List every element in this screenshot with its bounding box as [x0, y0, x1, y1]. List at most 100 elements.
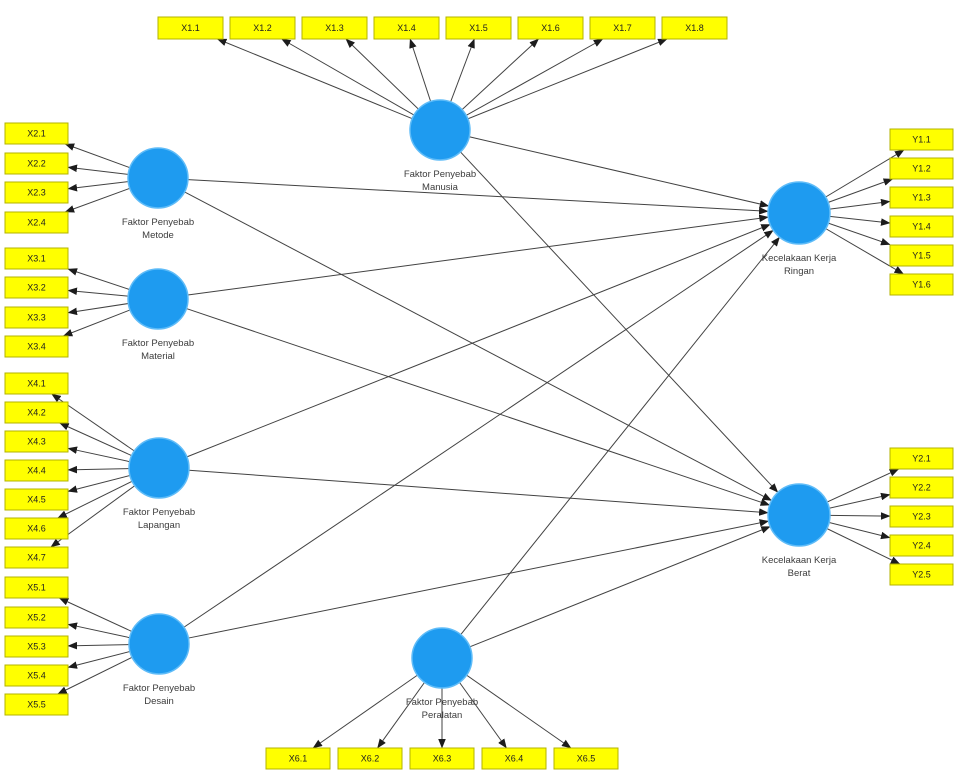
- indicator-label-x5-3: X5.3: [27, 642, 46, 652]
- path-arrow-material-to-ringan[interactable]: [187, 214, 769, 296]
- indicator-x5-2[interactable]: [4, 606, 69, 629]
- indicator-x4-6[interactable]: [4, 517, 69, 540]
- path-arrow-lapangan-to-ringan[interactable]: [186, 224, 771, 458]
- indicator-x1-1[interactable]: [157, 16, 224, 40]
- indicator-y1-2[interactable]: [889, 157, 954, 180]
- indicator-x4-7[interactable]: [4, 546, 69, 569]
- indicator-label-x3-3: X3.3: [27, 313, 46, 323]
- indicator-label-x1-3: X1.3: [325, 23, 344, 33]
- indicator-label-x4-6: X4.6: [27, 524, 46, 534]
- indicator-y1-4[interactable]: [889, 215, 954, 238]
- indicator-x3-3[interactable]: [4, 306, 69, 329]
- indicator-label-x1-2: X1.2: [253, 23, 272, 33]
- latent-faktor-penyebab-peralatan[interactable]: [411, 627, 473, 689]
- latent-kecelakaan-kerja-ringan[interactable]: [767, 181, 831, 245]
- indicator-x5-5[interactable]: [4, 693, 69, 716]
- path-arrow-metode-to-berat[interactable]: [184, 191, 772, 502]
- indicator-x6-1[interactable]: [265, 747, 331, 770]
- path-arrow-desain-to-berat[interactable]: [188, 519, 770, 639]
- loading-arrow-manusia-to-x1-7[interactable]: [439, 38, 604, 131]
- indicator-x2-3[interactable]: [4, 181, 69, 204]
- latent-faktor-penyebab-manusia[interactable]: [409, 99, 471, 161]
- latent-faktor-penyebab-material[interactable]: [127, 268, 189, 330]
- shapes-layer: [4, 16, 954, 770]
- path-arrow-manusia-to-berat[interactable]: [460, 151, 779, 493]
- indicator-x5-4[interactable]: [4, 664, 69, 687]
- indicator-y1-3[interactable]: [889, 186, 954, 209]
- indicator-y1-5[interactable]: [889, 244, 954, 267]
- indicator-label-x3-2: X3.2: [27, 283, 46, 293]
- indicator-x1-8[interactable]: [661, 16, 728, 40]
- loading-arrow-manusia-to-x1-1[interactable]: [216, 38, 441, 131]
- indicator-x3-2[interactable]: [4, 276, 69, 299]
- indicator-label-x1-6: X1.6: [541, 23, 560, 33]
- indicator-label-x6-4: X6.4: [505, 754, 524, 764]
- indicator-label-y2-3: Y2.3: [912, 512, 931, 522]
- indicator-y2-4[interactable]: [889, 534, 954, 557]
- path-arrow-peralatan-to-berat[interactable]: [469, 526, 771, 648]
- indicator-label-x1-8: X1.8: [685, 23, 704, 33]
- indicator-label-x4-7: X4.7: [27, 553, 46, 563]
- latent-faktor-penyebab-desain[interactable]: [128, 613, 190, 675]
- indicator-label-x1-1: X1.1: [181, 23, 200, 33]
- indicator-x3-4[interactable]: [4, 335, 69, 358]
- indicator-x2-4[interactable]: [4, 211, 69, 234]
- indicator-x5-3[interactable]: [4, 635, 69, 658]
- indicator-label-y1-1: Y1.1: [912, 135, 931, 145]
- path-arrow-metode-to-ringan[interactable]: [187, 179, 769, 215]
- indicator-y2-3[interactable]: [889, 505, 954, 528]
- indicator-x4-4[interactable]: [4, 459, 69, 482]
- indicator-label-x2-3: X2.3: [27, 188, 46, 198]
- indicator-label-y1-6: Y1.6: [912, 280, 931, 290]
- indicator-x1-3[interactable]: [301, 16, 368, 40]
- indicator-x1-4[interactable]: [373, 16, 440, 40]
- indicator-x5-1[interactable]: [4, 576, 69, 599]
- indicator-x1-6[interactable]: [517, 16, 584, 40]
- indicator-label-x3-4: X3.4: [27, 342, 46, 352]
- indicator-label-x4-5: X4.5: [27, 495, 46, 505]
- indicator-x6-3[interactable]: [409, 747, 475, 770]
- indicator-label-x2-2: X2.2: [27, 159, 46, 169]
- indicator-y2-1[interactable]: [889, 447, 954, 470]
- indicator-label-x4-4: X4.4: [27, 466, 46, 476]
- indicator-x1-2[interactable]: [229, 16, 296, 40]
- indicator-x4-5[interactable]: [4, 488, 69, 511]
- indicator-x6-2[interactable]: [337, 747, 403, 770]
- indicator-label-y2-4: Y2.4: [912, 541, 931, 551]
- indicator-x2-1[interactable]: [4, 122, 69, 145]
- indicator-x6-5[interactable]: [553, 747, 619, 770]
- indicator-y2-5[interactable]: [889, 563, 954, 586]
- indicator-x1-7[interactable]: [589, 16, 656, 40]
- path-arrow-lapangan-to-berat[interactable]: [188, 469, 769, 516]
- path-arrow-material-to-berat[interactable]: [186, 308, 771, 506]
- indicator-y2-2[interactable]: [889, 476, 954, 499]
- indicator-x4-3[interactable]: [4, 430, 69, 453]
- indicator-x4-1[interactable]: [4, 372, 69, 395]
- indicator-label-x6-5: X6.5: [577, 754, 596, 764]
- indicator-y1-1[interactable]: [889, 128, 954, 151]
- indicator-label-x5-2: X5.2: [27, 613, 46, 623]
- indicator-y1-6[interactable]: [889, 273, 954, 296]
- indicator-x4-2[interactable]: [4, 401, 69, 424]
- indicator-label-y2-5: Y2.5: [912, 570, 931, 580]
- latent-faktor-penyebab-lapangan[interactable]: [128, 437, 190, 499]
- latent-faktor-penyebab-metode[interactable]: [127, 147, 189, 209]
- loading-arrow-manusia-to-x1-8[interactable]: [439, 38, 668, 131]
- path-arrow-manusia-to-ringan[interactable]: [469, 136, 770, 208]
- indicator-x2-2[interactable]: [4, 152, 69, 175]
- latent-kecelakaan-kerja-berat[interactable]: [767, 483, 831, 547]
- indicator-x6-4[interactable]: [481, 747, 547, 770]
- indicator-x3-1[interactable]: [4, 247, 69, 270]
- path-arrow-desain-to-ringan[interactable]: [183, 229, 774, 628]
- edges-layer: [50, 38, 905, 749]
- indicator-x1-5[interactable]: [445, 16, 512, 40]
- path-arrow-peralatan-to-ringan[interactable]: [460, 236, 780, 635]
